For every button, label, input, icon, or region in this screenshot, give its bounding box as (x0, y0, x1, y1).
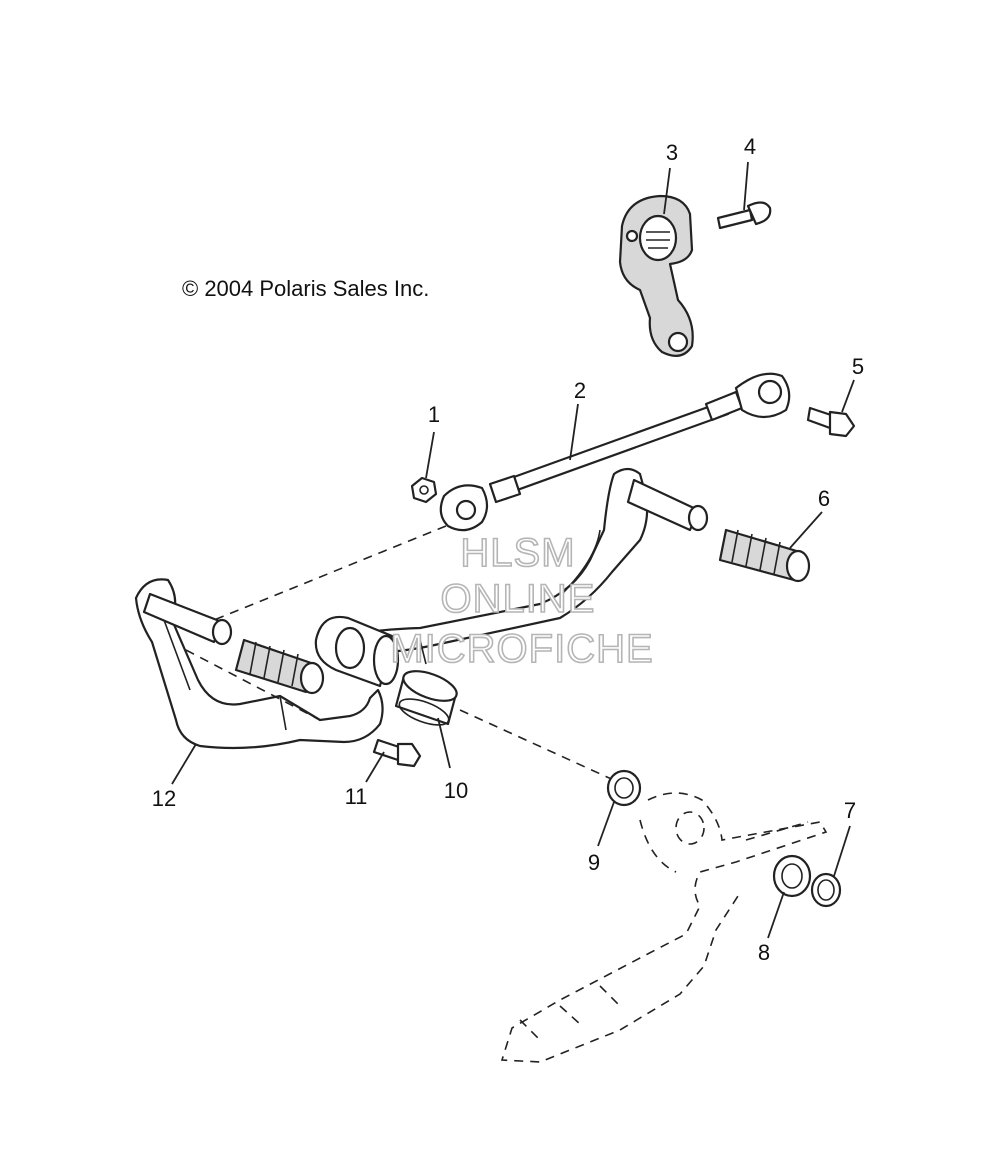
peg-rubber-6 (718, 528, 811, 583)
leader-12 (171, 743, 197, 785)
leader-11 (365, 751, 385, 783)
leader-4 (743, 161, 749, 211)
callout-4: 4 (744, 134, 756, 159)
washer-8 (772, 854, 812, 898)
watermark-line-3: MICROFICHE (390, 627, 653, 671)
watermark-line-2: ONLINE (441, 577, 596, 621)
shift-rod (439, 372, 791, 532)
washer-9 (606, 769, 642, 807)
peg-rubber-left (234, 638, 325, 695)
callout-1: 1 (428, 402, 440, 427)
nut-1 (410, 476, 438, 504)
bolt-11 (372, 738, 422, 768)
assembly-lines (185, 525, 619, 783)
callout-3: 3 (666, 140, 678, 165)
callout-11: 11 (345, 784, 368, 809)
callout-6: 6 (818, 486, 830, 511)
copyright-text: © 2004 Polaris Sales Inc. (182, 276, 429, 301)
leader-10 (437, 717, 451, 769)
leader-7 (833, 825, 851, 877)
watermark: HLSM ONLINE MICROFICHE (390, 530, 654, 672)
callout-8: 8 (758, 940, 770, 965)
bolt-5 (806, 406, 856, 438)
leader-8 (767, 891, 785, 939)
watermark-line-1: HLSM (460, 531, 575, 575)
callout-10: 10 (444, 778, 468, 803)
callout-9: 9 (588, 850, 600, 875)
leader-1 (425, 431, 435, 479)
callout-7: 7 (844, 798, 856, 823)
leader-5 (841, 379, 855, 413)
shift-lever (328, 467, 709, 665)
leader-3 (663, 167, 671, 215)
callout-12: 12 (152, 786, 176, 811)
bolt-4 (716, 201, 772, 230)
leader-2 (569, 403, 579, 461)
leader-6 (789, 511, 823, 549)
clip-ring-7 (810, 872, 842, 908)
brake-pedal (134, 578, 384, 750)
callout-5: 5 (852, 354, 864, 379)
pivot-boss (314, 615, 400, 688)
callout-2: 2 (574, 378, 586, 403)
leader-9 (597, 801, 615, 847)
callouts: 1 2 3 4 5 6 7 8 9 10 11 12 (152, 134, 864, 965)
bushing-10 (394, 670, 458, 726)
frame-phantom (500, 792, 828, 1063)
shift-arm (618, 194, 694, 357)
